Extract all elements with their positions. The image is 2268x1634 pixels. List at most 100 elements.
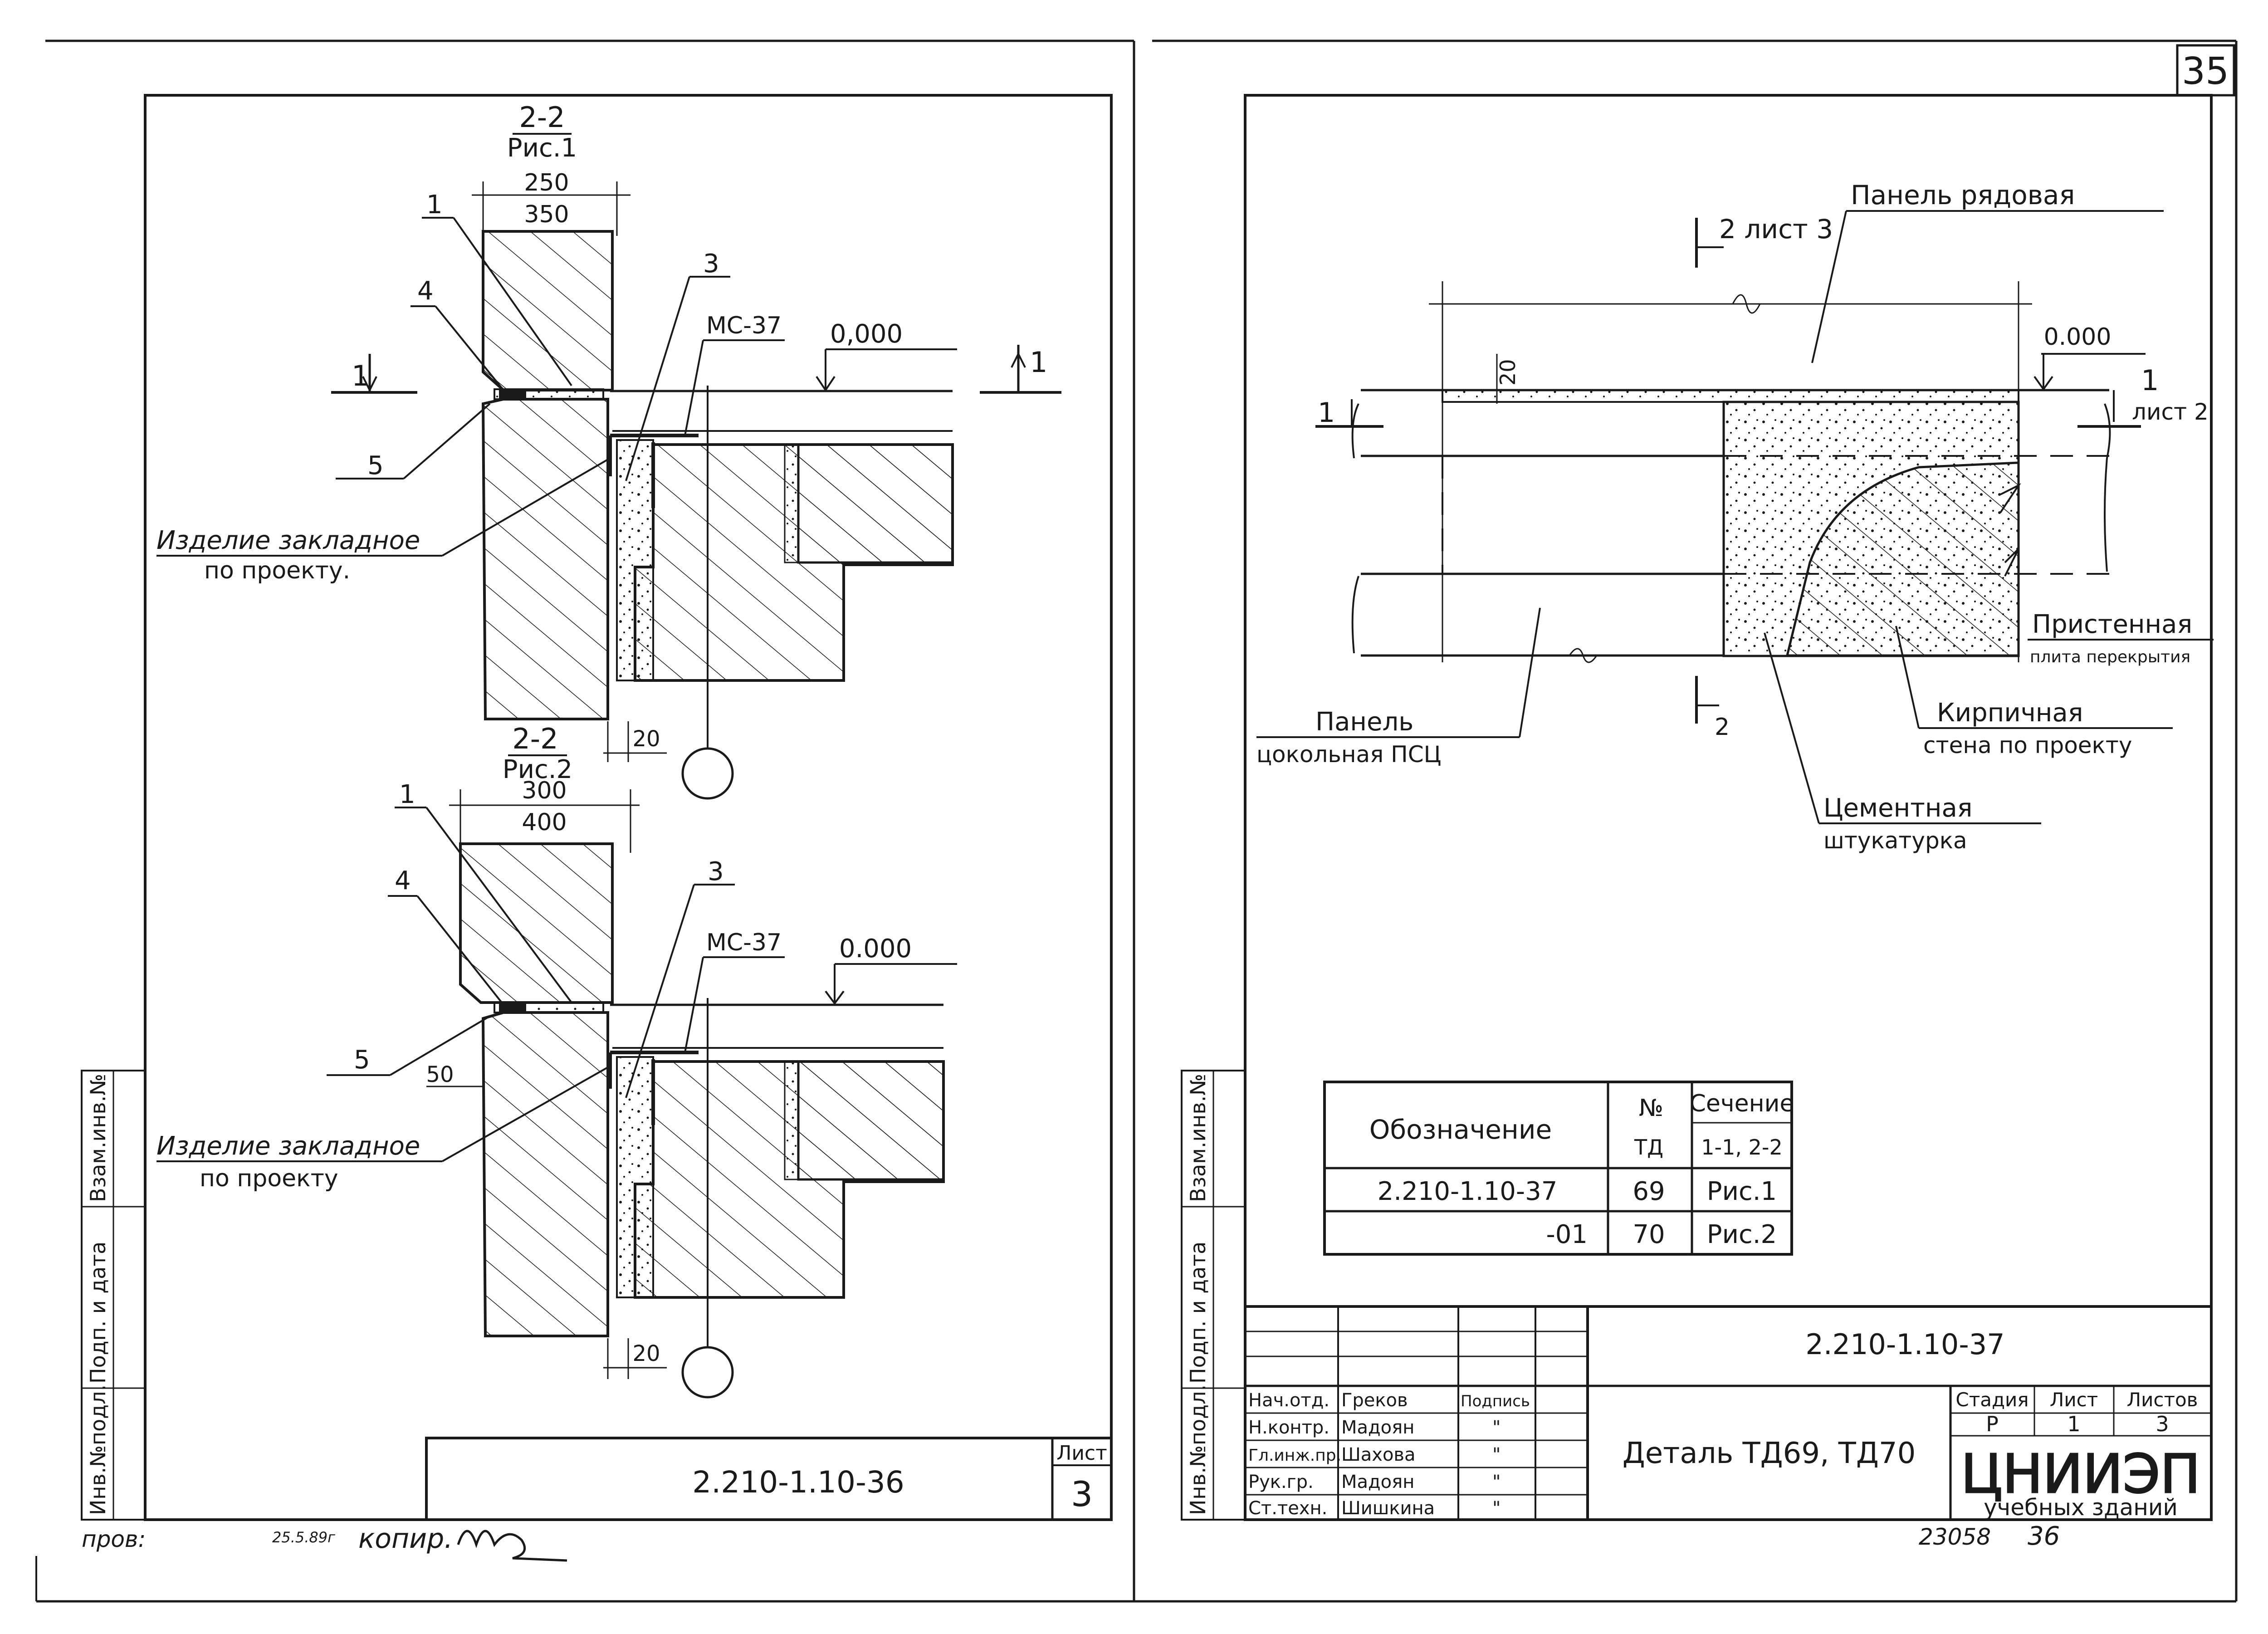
stamp-replace-label: Взам.инв.№ xyxy=(86,1074,110,1202)
d1-callout-4: 4 xyxy=(417,276,434,306)
plan-cement-1: Цементная xyxy=(1823,793,1972,823)
d1-dim-bottom: 350 xyxy=(524,201,569,228)
tb-sheets: 3 xyxy=(2156,1412,2169,1436)
tb-stage-label: Стадия xyxy=(1955,1389,2028,1411)
footer-note: пров: xyxy=(82,1526,146,1552)
table-header-no-1: № xyxy=(1639,1095,1663,1122)
d2-lower-wall xyxy=(481,1011,609,1337)
d2-dim-top: 300 xyxy=(522,777,567,804)
table-row-1-section: Рис.1 xyxy=(1707,1177,1777,1206)
tb-role-3: Гл.инж.пр. xyxy=(1248,1446,1341,1465)
r-stamp-inv-label: Инв.№подл. xyxy=(1186,1384,1210,1515)
tb-role-1: Нач.отд. xyxy=(1248,1390,1330,1411)
page-number: 35 xyxy=(2182,50,2229,93)
tb-role-5: Ст.техн. xyxy=(1248,1498,1327,1519)
tb-org-1: ЦНИИЭП xyxy=(1961,1443,2200,1505)
d2-dim-gap: 20 xyxy=(632,1341,660,1366)
plan-mortar-strip xyxy=(1442,389,2019,403)
plan-wall-plate-2: плита перекрытия xyxy=(2030,648,2190,666)
d1-level: 0,000 xyxy=(830,319,903,349)
table-row-2-no: 70 xyxy=(1633,1220,1665,1249)
footer-page-number: 36 xyxy=(2028,1521,2060,1551)
plan-brick-2: стена по проекту xyxy=(1923,732,2132,758)
table-header-no-2: ТД xyxy=(1634,1135,1663,1159)
right-side-stamp: Инв.№подл. Подп. и дата Взам.инв.№ xyxy=(1181,1070,1246,1521)
d2-mc: МС-37 xyxy=(706,929,782,956)
tb-role-4: Рук.гр. xyxy=(1248,1472,1314,1492)
d1-fig: Рис.1 xyxy=(507,133,577,163)
d2-seal xyxy=(499,1003,526,1013)
stamp-inv-label: Инв.№подл. xyxy=(86,1384,110,1515)
plan-brick-1: Кирпичная xyxy=(1937,698,2083,728)
footer-signature xyxy=(457,1530,567,1562)
d2-callout-3: 3 xyxy=(708,857,724,886)
plan-cut-right-num: 1 xyxy=(2141,364,2159,397)
left-bottom-stamp: 2.210-1.10-36 Лист 3 xyxy=(425,1437,1113,1521)
tb-sign-5: " xyxy=(1492,1498,1501,1519)
tb-sheet-label: Лист xyxy=(2050,1389,2098,1411)
tb-name-2: Мадоян xyxy=(1341,1417,1414,1438)
table-header-section-1: Сечение xyxy=(1690,1090,1794,1117)
sheet-border xyxy=(35,39,2238,1603)
table-row-2-designation: -01 xyxy=(1546,1220,1588,1249)
stamp-sign-label: Подп. и дата xyxy=(86,1242,110,1384)
plan-dim-20: 20 xyxy=(1496,359,1520,386)
d2-callout-5: 5 xyxy=(354,1045,370,1075)
plan-brick-wall xyxy=(1785,461,2020,657)
d1-dim-gap: 20 xyxy=(632,726,660,752)
d1-cut-right: 1 xyxy=(1030,346,1047,379)
d2-level: 0.000 xyxy=(839,934,912,964)
designation-table: Обозначение № ТД Сечение 1-1, 2-2 2.210-… xyxy=(1323,1081,1794,1256)
d2-callout-1: 1 xyxy=(399,780,415,809)
d2-dim-50: 50 xyxy=(426,1062,454,1087)
plan-plinth-2: цокольная ПСЦ xyxy=(1256,741,1441,768)
d2-embed-1: Изделие закладное xyxy=(156,1131,420,1161)
table-row-2-section: Рис.2 xyxy=(1707,1220,1777,1249)
left-side-stamp: Инв.№подл. Подп. и дата Взам.инв.№ xyxy=(81,1070,146,1521)
detail-1: 2-2 Рис.1 250 350 xyxy=(156,101,1061,800)
tb-name-3: Шахова xyxy=(1341,1444,1416,1465)
d2-slab-right xyxy=(797,1060,945,1181)
tb-sheet: 1 xyxy=(2067,1412,2080,1436)
plan-section-top: 2 лист 3 xyxy=(1719,214,1833,245)
left-stamp-sheet-label: Лист xyxy=(1056,1442,1107,1465)
left-sheet: Инв.№подл. Подп. и дата Взам.инв.№ 2.210… xyxy=(81,94,1113,1562)
tb-sign-4: " xyxy=(1492,1472,1501,1492)
plan-level: 0.000 xyxy=(2044,323,2112,351)
plan-wall-plate-1: Пристенная xyxy=(2032,610,2192,639)
d1-seal xyxy=(499,389,526,399)
plan-section-bottom: 2 xyxy=(1715,714,1730,741)
d1-upper-panel xyxy=(482,230,614,391)
page-number-box: 35 xyxy=(2176,44,2235,97)
d1-cut-left: 1 xyxy=(352,359,369,392)
d2-dim-bottom: 400 xyxy=(522,809,567,836)
table-row-1-no: 69 xyxy=(1633,1177,1665,1206)
d1-section: 2-2 xyxy=(519,101,565,134)
left-stamp-code: 2.210-1.10-36 xyxy=(692,1465,904,1500)
d2-embed-2: по проекту xyxy=(200,1165,338,1192)
r-stamp-sign-label: Подп. и дата xyxy=(1186,1242,1210,1384)
footer-archive-number: 23058 xyxy=(1919,1524,1991,1550)
plan-view: Панель рядовая 2 лист 3 xyxy=(1256,180,2214,854)
tb-stage: Р xyxy=(1986,1412,1999,1436)
d1-callout-3: 3 xyxy=(703,249,719,279)
d1-slab-gap xyxy=(784,444,799,563)
footer-name: копир. xyxy=(358,1523,453,1555)
d1-bottom-fig: Рис.2 xyxy=(503,755,572,784)
tb-title: Деталь ТД69, ТД70 xyxy=(1623,1437,1916,1470)
tb-sign-2: " xyxy=(1492,1417,1501,1438)
tb-name-4: Мадоян xyxy=(1341,1472,1414,1492)
tb-code: 2.210-1.10-37 xyxy=(1805,1328,2004,1361)
d1-lower-wall xyxy=(481,398,609,720)
plan-plinth-1: Панель xyxy=(1315,707,1413,737)
left-stamp-sheet-number: 3 xyxy=(1071,1474,1093,1514)
tb-name-5: Шишкина xyxy=(1341,1498,1435,1519)
tb-sign-1: Подпись xyxy=(1461,1392,1530,1410)
plan-cement-2: штукатурка xyxy=(1823,827,1967,854)
d1-dim-top: 250 xyxy=(524,169,569,196)
d1-callout-1: 1 xyxy=(426,190,443,220)
d1-bottom-section: 2-2 xyxy=(512,722,558,755)
table-header-section-2: 1-1, 2-2 xyxy=(1701,1135,1783,1159)
d1-embed-2: по проекту. xyxy=(204,557,350,584)
d1-mc: МС-37 xyxy=(706,312,782,339)
